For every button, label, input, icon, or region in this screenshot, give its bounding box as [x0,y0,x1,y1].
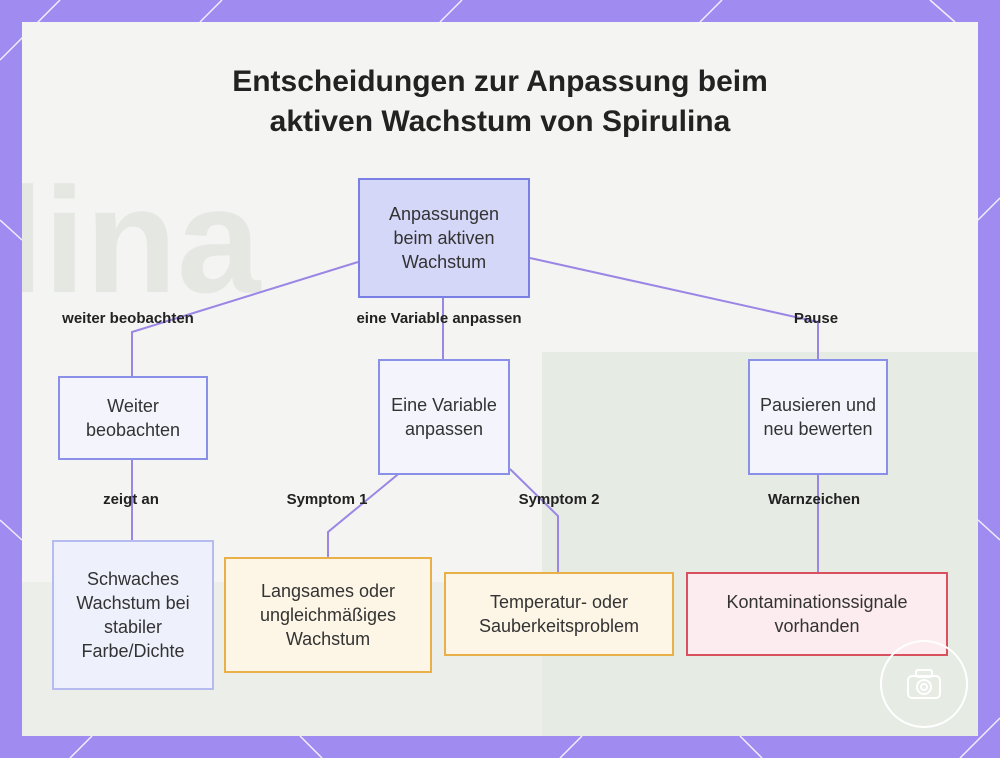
node-root: Anpassungen beim aktiven Wachstum [358,178,530,298]
node-pause: Pausieren und neu bewerten [748,359,888,475]
node-slow-growth: Langsames oder ungleichmäßiges Wachstum [224,557,432,673]
edge-root-pause [529,257,819,359]
edge-label-warning: Warnzeichen [768,491,860,508]
node-observe: Weiter beobachten [58,376,208,460]
edge-label-pause: Pause [793,310,839,327]
node-temp-problem: Temperatur- oder Sauberkeitsproblem [444,572,674,656]
connector-lines [131,257,819,572]
title-line-1: Entscheidungen zur Anpassung beim [232,65,768,98]
edge-label-indicates: zeigt an [103,491,159,508]
edge-adjust-slow [327,470,403,557]
edge-label-observe: weiter beobachten [62,310,194,327]
camera-badge [880,640,968,728]
node-adjust: Eine Variable anpassen [378,359,510,475]
watermark-text: lina [22,156,262,324]
edge-label-adjust: eine Variable anpassen [356,310,522,327]
page-title: Entscheidungen zur Anpassung beim aktive… [22,62,978,142]
node-weak-growth: Schwaches Wachstum bei stabiler Farbe/Di… [52,540,214,690]
node-contamination: Kontaminationssignale vorhanden [686,572,948,656]
edge-label-symptom1: Symptom 1 [286,491,368,508]
diagram-panel: lina Entscheidungen zur Anpassung beim a… [22,22,978,736]
title-line-2: aktiven Wachstum von Spirulina [269,105,731,138]
camera-badge-icon [907,669,941,699]
edge-root-observe [131,261,359,376]
edge-label-symptom2: Symptom 2 [518,491,600,508]
edge-adjust-temp [509,468,559,572]
